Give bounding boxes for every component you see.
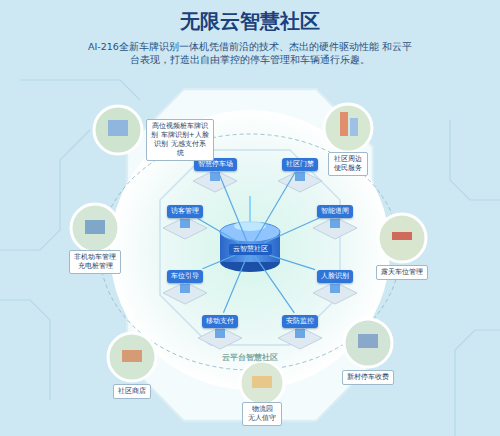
tile-buildings (180, 172, 340, 338)
node-text: 露天车位管理 (381, 268, 423, 277)
connector (202, 255, 234, 268)
outer-box: 高位视频桩车牌识别 车牌识别+人脸识别 无感支付系统 (146, 119, 214, 161)
ring-label: 云平台智慧社区 (222, 352, 278, 363)
outer-box: 社区商店 (113, 384, 151, 399)
node-text: 新村停车收费 (347, 373, 389, 382)
inner-box: 安防监控 (282, 315, 318, 328)
node-text: 车位引导 (171, 272, 199, 281)
inner-octagon (160, 150, 340, 345)
outer-box: 物流园 无人值守 (242, 402, 282, 426)
connector-line (202, 255, 234, 268)
node-text: 社区周边 便民服务 (333, 155, 363, 173)
subtitle: AI-216全新车牌识别一体机凭借前沿的技术、杰出的硬件驱动性能 和云平台表现，… (85, 40, 415, 66)
outer-box: 非机动车管理 充电桩管理 (69, 250, 121, 274)
inner-box: 人脸识别 (317, 270, 353, 283)
node-text: 访客管理 (171, 207, 199, 216)
inner-box: 社区门禁 (282, 158, 318, 171)
connector-line (223, 256, 246, 312)
connector (255, 256, 294, 313)
connector-line (255, 256, 294, 313)
connector (223, 256, 246, 312)
node-text: 移动支付 (206, 317, 234, 326)
node-text: 智能道闸 (321, 207, 349, 216)
connector (264, 218, 319, 242)
outer-box: 露天车位管理 (376, 265, 428, 280)
connector-line (264, 218, 319, 242)
node-text: 非机动车管理 充电桩管理 (74, 253, 116, 271)
inner-box: 智能道闸 (317, 205, 353, 218)
node-text: 云智慧社区 (233, 245, 268, 254)
tiles (163, 170, 357, 349)
dashed-ring (100, 134, 400, 370)
connector (218, 172, 247, 241)
connector-line (218, 172, 247, 241)
connector-line (198, 219, 239, 243)
connector (198, 219, 239, 243)
node-text: 安防监控 (286, 317, 314, 326)
node-text: 社区商店 (118, 387, 146, 396)
center-box: 云智慧社区 (229, 244, 272, 255)
connector (269, 255, 315, 270)
node-text: 社区门禁 (286, 160, 314, 169)
outer-box: 社区周边 便民服务 (328, 152, 368, 176)
title: 无限云智慧社区 (0, 8, 500, 35)
circuit-lines (0, 80, 500, 436)
node-text: 高位视频桩车牌识别 车牌识别+人脸识别 无感支付系统 (151, 122, 209, 158)
node-text: 物流园 无人值守 (247, 405, 277, 423)
connector-line (269, 255, 315, 270)
inner-box: 访客管理 (167, 205, 203, 218)
outer-box: 新村停车收费 (342, 370, 394, 385)
inner-box: 移动支付 (202, 315, 238, 328)
scene-circles (71, 104, 426, 405)
cloud-cylinder (220, 196, 280, 272)
node-text: 人脸识别 (321, 272, 349, 281)
inner-box: 车位引导 (167, 270, 203, 283)
scene-buildings (85, 112, 412, 388)
